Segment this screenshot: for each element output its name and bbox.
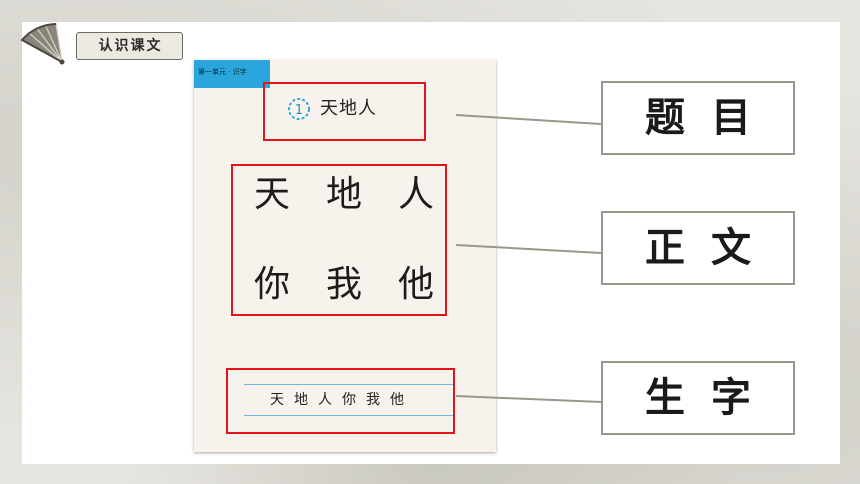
vocab-rule-top (244, 384, 454, 385)
term-vocab-label: 生字 (645, 374, 777, 421)
unit-tab: 第一单元 · 识字 (194, 60, 270, 88)
lesson-number: 1 (295, 103, 303, 118)
term-body-label: 正文 (645, 224, 777, 271)
vocab-line: 天地人你我他 (270, 392, 414, 408)
body-char: 人 (397, 174, 434, 215)
section-label: 认识课文 (98, 38, 163, 54)
body-char: 你 (254, 264, 291, 305)
term-title-box: 题目 (601, 81, 795, 155)
title-connector (455, 114, 602, 125)
body-char: 天 (254, 174, 291, 215)
unit-label: 第一单元 · 识字 (198, 68, 247, 76)
body-line-1: 天 地 人 (254, 173, 434, 217)
vocab-highlight-box (226, 368, 455, 434)
body-connector (455, 244, 602, 254)
lesson-number-badge: 1 (288, 98, 310, 120)
body-char: 他 (397, 264, 434, 305)
term-body-box: 正文 (601, 211, 795, 285)
vocab-rule-bottom (244, 415, 454, 416)
body-highlight-box (231, 164, 447, 316)
term-vocab-box: 生字 (601, 361, 795, 435)
body-char: 地 (325, 174, 362, 215)
lesson-title: 天地人 (320, 98, 377, 119)
title-highlight-box (263, 82, 426, 141)
folding-fan-icon (20, 23, 65, 65)
body-line-2: 你 我 他 (254, 263, 434, 307)
vocab-connector (455, 395, 602, 403)
body-char: 我 (325, 264, 362, 305)
term-title-label: 题目 (645, 94, 777, 141)
section-tag: 认识课文 (20, 22, 183, 70)
section-label-box: 认识课文 (76, 32, 183, 60)
